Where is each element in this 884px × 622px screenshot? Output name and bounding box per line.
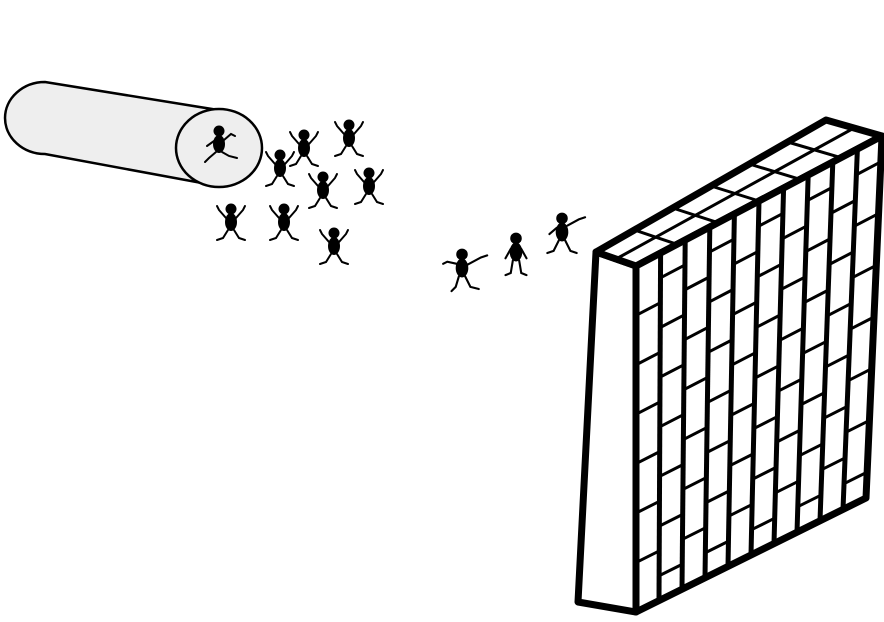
stick-figure-icon [308, 171, 338, 209]
stick-figure-icon [334, 119, 364, 157]
stick-figure-icon [269, 203, 299, 241]
stick-figure-icon [216, 203, 246, 241]
stick-figure-icon [289, 129, 319, 167]
stick-figure-icon [204, 125, 238, 163]
stick-figure-icon [319, 227, 349, 265]
stick-figure-icon [504, 232, 528, 277]
stick-figure-icon [265, 149, 295, 187]
stick-figure-icon [354, 167, 384, 205]
stick-figure-icon [546, 212, 587, 255]
pipe-icon [3, 80, 264, 189]
brick-wall-icon [574, 116, 884, 616]
stick-figure-icon [442, 248, 489, 293]
